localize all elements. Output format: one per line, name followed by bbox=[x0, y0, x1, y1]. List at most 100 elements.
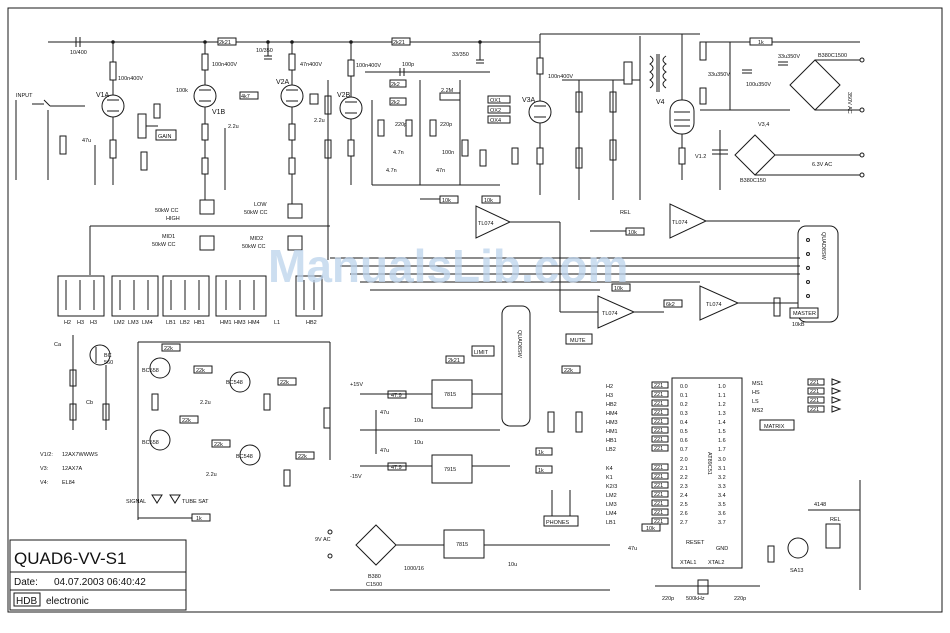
limit-label: LIMIT bbox=[474, 350, 489, 356]
heater-ac-label: 6.3V AC bbox=[812, 162, 832, 168]
drawing-border bbox=[7, 7, 943, 613]
switch-ms2: MS2 bbox=[752, 408, 763, 414]
title-block-date: 04.07.2003 06:40:42 bbox=[54, 577, 146, 588]
matrix-label: MATRIX bbox=[764, 424, 785, 430]
mcu-in2-res-0 bbox=[651, 463, 669, 471]
rail-resistor-2 bbox=[391, 37, 411, 46]
mcu-port2-1: 2.1 bbox=[680, 466, 688, 472]
tr-cap-22u: 2.2u bbox=[200, 400, 211, 406]
mcu-port3-2: 3.2 bbox=[718, 475, 726, 481]
ox-switches: OX1 OX2 OX4 bbox=[487, 95, 511, 124]
master-r-6k2: 6k2 bbox=[666, 302, 675, 308]
cap-100u350-label: 100u350V bbox=[746, 82, 771, 88]
mcu-in2-res-label-4: 221 bbox=[654, 501, 663, 507]
mcu-port3-5: 3.5 bbox=[718, 502, 726, 508]
res-1k-label: 1k bbox=[758, 40, 764, 46]
mcu-in2-res-label-1: 221 bbox=[654, 474, 663, 480]
rail-resistor-2-label: 2k21 bbox=[393, 40, 405, 46]
mcu-port0-1: 0.1 bbox=[680, 393, 688, 399]
opamp-c-label: TL074 bbox=[602, 311, 618, 317]
mcu-in-hm1: HM1 bbox=[606, 429, 618, 435]
res-4k7 bbox=[239, 91, 259, 100]
mcu-in-res-label-7: 221 bbox=[654, 446, 663, 452]
cap-33u350-label: 33u350V bbox=[708, 72, 730, 78]
relay-lm4: LM4 bbox=[142, 320, 153, 326]
title-block: QUAD6-VV-S1 Date: 04.07.2003 06:40:42 HD… bbox=[9, 539, 187, 611]
lv-ac-label: 9V AC bbox=[315, 537, 331, 543]
v12-heater-label: V1.2 bbox=[695, 154, 706, 160]
lv-supply: 9V AC B380 C1500 7815 1000/16 10u bbox=[315, 524, 610, 591]
v4-label: V4 bbox=[656, 99, 665, 106]
mcu-in2-k4: K4 bbox=[606, 466, 613, 472]
mcu-port3-7: 3.7 bbox=[718, 520, 726, 526]
switch-led-1 bbox=[831, 387, 842, 395]
bus-wires bbox=[330, 222, 800, 312]
master-section: TL074 TL074 10k 6k2 MASTER 10kB bbox=[560, 283, 819, 329]
mcu-gnd-label: GND bbox=[716, 546, 728, 552]
cap-33-350-label: 33/350 bbox=[452, 52, 469, 58]
lv-cap-10u: 10u bbox=[508, 562, 517, 568]
v3a-label: V3A bbox=[522, 97, 536, 104]
mcu-port1-7: 1.7 bbox=[718, 447, 726, 453]
mcu-xtal1-label: XTAL1 bbox=[680, 560, 696, 566]
mcu-in-res-label-4: 221 bbox=[654, 419, 663, 425]
mcu-port2-0: 2.0 bbox=[680, 457, 688, 463]
mcu-port2-3: 2.3 bbox=[680, 484, 688, 490]
opamp-a-r-fb: 10k bbox=[484, 198, 493, 204]
reset-r-10k: 10k bbox=[646, 526, 655, 532]
mcu-in-res-5 bbox=[651, 426, 669, 434]
pot-mid2-label: MID2 bbox=[250, 236, 263, 242]
mcu-port1-3: 1.3 bbox=[718, 411, 726, 417]
mcu-port2-7: 2.7 bbox=[680, 520, 688, 526]
bc548b-label: BC548 bbox=[236, 454, 253, 460]
relay-hm3: HM3 bbox=[234, 320, 246, 326]
v1a-cap-label: 100n400V bbox=[118, 76, 143, 82]
company-name: electronic bbox=[46, 596, 89, 607]
mcu-port0-4: 0.4 bbox=[680, 420, 688, 426]
tr-r-22k-e: 22k bbox=[280, 380, 289, 386]
switch-res-2 bbox=[807, 396, 825, 404]
tube-v4: V4 bbox=[656, 34, 695, 180]
limit-r: 2k21 bbox=[448, 358, 460, 364]
gain-label: GAIN bbox=[158, 134, 171, 140]
v1b-cap-label: 100n400V bbox=[212, 62, 237, 68]
pot-mid2-value: 50kW CC bbox=[242, 244, 266, 250]
mcu-port0-5: 0.5 bbox=[680, 429, 688, 435]
v34-heater-label: V3,4 bbox=[758, 122, 769, 128]
input-section: INPUT bbox=[15, 93, 85, 180]
mcu-xtal2-label: XTAL2 bbox=[708, 560, 724, 566]
tone-cap-100p: 100p bbox=[402, 62, 414, 68]
relay-driver: SA13 4148 REL bbox=[767, 480, 861, 590]
tube-sat-led-label: TUBE SAT bbox=[182, 499, 209, 505]
v2a-cap-label: 47n400V bbox=[300, 62, 322, 68]
switch-led-0 bbox=[831, 378, 842, 386]
tone-cap-47n-b: 4.7n bbox=[386, 168, 397, 174]
relay-bank-labels: H2 H3 H3 LM2 LM3 LM4 LB1 LB2 HB1 HM1 HM3… bbox=[64, 320, 317, 326]
cb-label: Cb bbox=[86, 400, 93, 406]
tone-cap-47n-c: 47n bbox=[436, 168, 445, 174]
mcu-in2-res-2 bbox=[651, 481, 669, 489]
relay-hb1: HB1 bbox=[194, 320, 205, 326]
mcu-port0-6: 0.6 bbox=[680, 438, 688, 444]
legend-v4-type: EL84 bbox=[62, 480, 75, 486]
relay-l1: L1 bbox=[274, 320, 280, 326]
title-block-title: QUAD6-VV-S1 bbox=[14, 549, 126, 568]
mcu-in-h3: H3 bbox=[606, 393, 613, 399]
pot-mid1-label: MID1 bbox=[162, 234, 175, 240]
tube-v3a: V3A 100n400V bbox=[511, 34, 573, 195]
res-hv-2 bbox=[699, 87, 707, 105]
tr-r-22k-f: 22k bbox=[298, 454, 307, 460]
mcu-in-res-label-2: 221 bbox=[654, 401, 663, 407]
mcu-in-res-1 bbox=[651, 390, 669, 398]
mcu-port1-2: 1.2 bbox=[718, 402, 726, 408]
tone-cap-100n: 100n bbox=[442, 150, 454, 156]
tone-res-2k2b: 2k2 bbox=[391, 100, 400, 106]
v1b-cap-22u: 2.2u bbox=[228, 124, 239, 130]
switch-res-0 bbox=[807, 378, 825, 386]
mcu-in-res-0 bbox=[651, 381, 669, 389]
mcu-in2-res-label-3: 221 bbox=[654, 492, 663, 498]
switch-ms1: MS1 bbox=[752, 381, 763, 387]
mcu-in-res-6 bbox=[651, 435, 669, 443]
v2a-cap-22u: 2.2u bbox=[314, 118, 325, 124]
bc548a-label: BC548 bbox=[226, 380, 243, 386]
